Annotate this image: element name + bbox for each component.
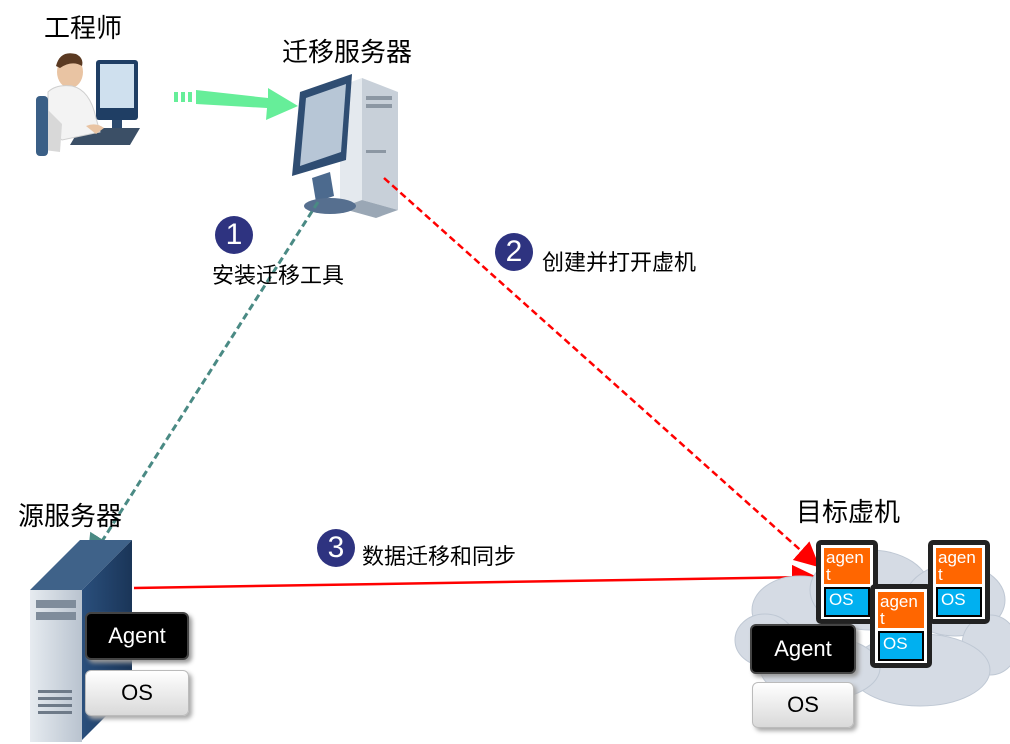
vm-agent-label: agent [878, 592, 924, 628]
engineer-arrow [174, 88, 298, 120]
engineer-icon [36, 53, 140, 156]
target-agent-badge: Agent [750, 624, 856, 674]
step-2-label: 创建并打开虚机 [542, 251, 697, 276]
migration-server-icon [292, 74, 398, 218]
vm-box: agent OS [928, 540, 990, 624]
engineer-label: 工程师 [44, 14, 123, 44]
vm-box: agent OS [870, 584, 932, 668]
source-server-label: 源服务器 [18, 502, 123, 532]
migration-server-label: 迁移服务器 [282, 38, 413, 68]
step-1-number: 1 [215, 216, 253, 254]
create-vm-arrow [383, 177, 820, 568]
vm-os-label: OS [824, 587, 870, 617]
vm-agent-label: agent [824, 548, 870, 584]
vm-box: agent OS [816, 540, 878, 624]
source-agent-badge: Agent [85, 612, 189, 660]
step-1-label: 安装迁移工具 [212, 264, 345, 289]
install-arrow [86, 201, 320, 566]
vm-agent-label: agent [936, 548, 982, 584]
source-os-badge: OS [85, 670, 189, 716]
target-os-badge: OS [752, 682, 854, 728]
step-2-number: 2 [495, 233, 533, 271]
vm-os-label: OS [878, 631, 924, 661]
step-3-number: 3 [317, 529, 355, 567]
step-3-label: 数据迁移和同步 [362, 545, 517, 570]
vm-os-label: OS [936, 587, 982, 617]
target-vm-label: 目标虚机 [796, 498, 901, 528]
data-sync-arrow [133, 564, 817, 590]
